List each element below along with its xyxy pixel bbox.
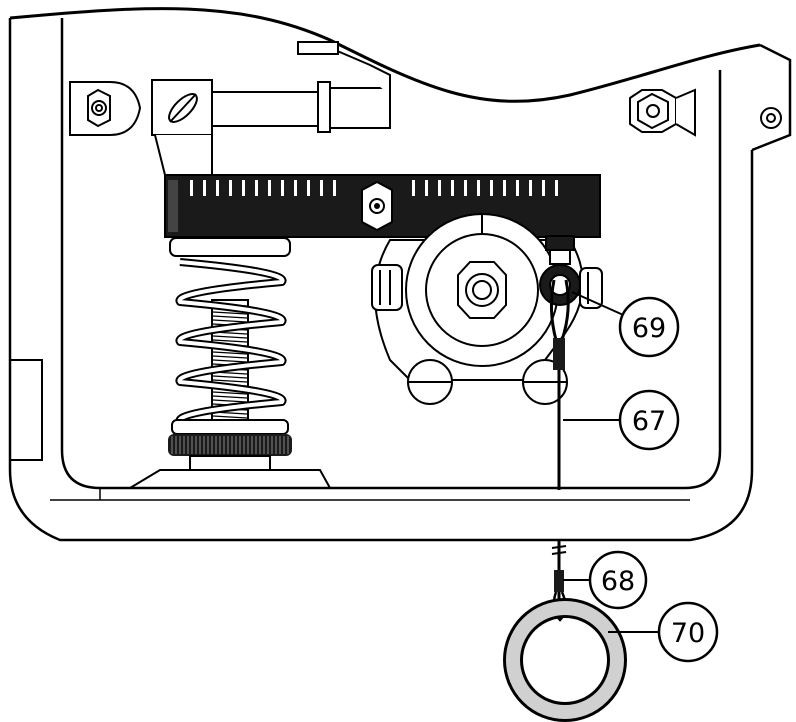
- adjustment-bar: [164, 174, 601, 238]
- bar-tick: [294, 180, 297, 196]
- callout-69: 69: [618, 296, 680, 358]
- thread-line: [212, 391, 248, 395]
- bar-tick: [203, 180, 206, 196]
- thread-line: [212, 315, 248, 319]
- thread-line: [212, 359, 248, 363]
- bar-tick: [464, 180, 467, 196]
- bar-tick: [242, 180, 245, 196]
- thread-line: [212, 319, 248, 323]
- thread-line: [212, 415, 248, 419]
- thread-line: [212, 379, 248, 383]
- thread-line: [212, 355, 248, 359]
- bar-tick: [425, 180, 428, 196]
- bar-tick: [190, 180, 193, 196]
- thread-line: [212, 395, 248, 399]
- housing: [8, 7, 792, 542]
- thread-line: [212, 335, 248, 339]
- coil-spring-inner: [177, 260, 285, 424]
- knurled-knob: [171, 436, 289, 454]
- spring-assembly: [168, 237, 292, 471]
- bar-tick: [490, 180, 493, 196]
- rod-assembly: [69, 41, 696, 176]
- callout-68: 68: [588, 550, 648, 610]
- bar-tick: [307, 180, 310, 196]
- bar-tick: [555, 180, 558, 196]
- gauge-assembly: [371, 213, 603, 405]
- bar-tick: [333, 180, 336, 196]
- bar-tick: [503, 180, 506, 196]
- callout-label-70: 70: [671, 618, 705, 649]
- bar-tick: [255, 180, 258, 196]
- thread-line: [212, 399, 248, 403]
- bar-tick: [216, 180, 219, 196]
- thread-line: [212, 351, 248, 355]
- callout-70: 70: [657, 601, 719, 663]
- callout-leaders: [563, 291, 658, 633]
- thread-line: [212, 311, 248, 315]
- callout-label-69: 69: [632, 313, 666, 344]
- bar-tick: [516, 180, 519, 196]
- bar-tick-marks: [190, 180, 558, 196]
- bar-tick: [320, 180, 323, 196]
- bar-tick: [229, 180, 232, 196]
- bar-tick: [477, 180, 480, 196]
- bar-tick: [542, 180, 545, 196]
- bar-tick: [451, 180, 454, 196]
- callout-label-68: 68: [601, 566, 635, 597]
- bar-tick: [438, 180, 441, 196]
- bar-tick: [281, 180, 284, 196]
- thread-line: [212, 375, 248, 379]
- thread-line: [212, 339, 248, 343]
- callout-67: 67: [618, 389, 680, 451]
- cable-assembly: [503, 235, 627, 722]
- bar-tick: [268, 180, 271, 196]
- mounting-hole: [760, 107, 782, 129]
- callout-label-67: 67: [632, 406, 666, 437]
- bar-tick: [412, 180, 415, 196]
- bar-tick: [529, 180, 532, 196]
